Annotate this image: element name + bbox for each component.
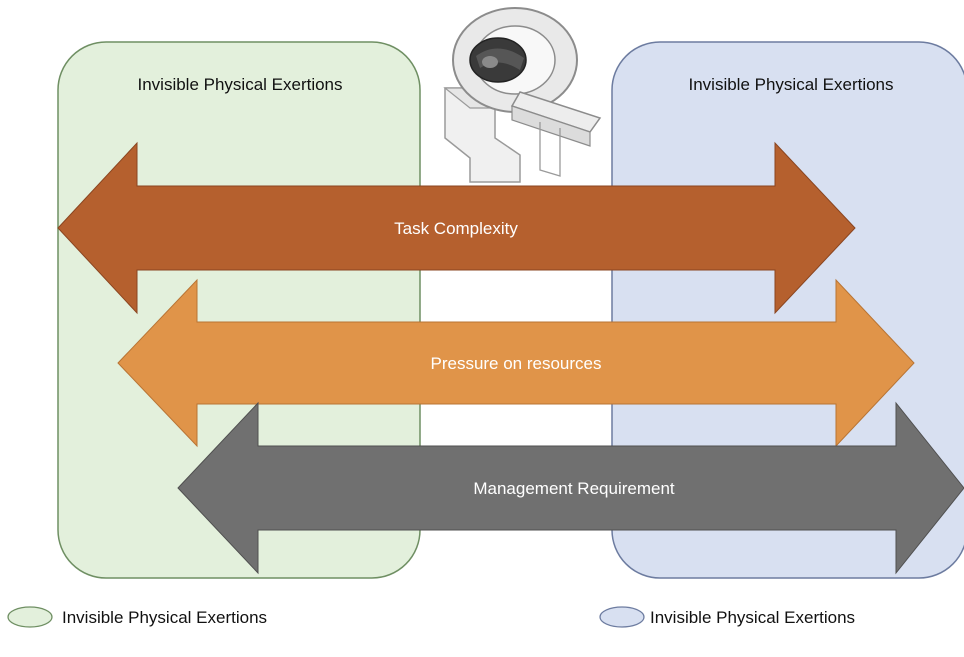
legend-blue-swatch [599,606,645,628]
legend: Invisible Physical Exertions Invisible P… [7,606,855,628]
right-panel [611,41,964,579]
right-panel-title: Invisible Physical Exertions [688,75,893,94]
left-panel [57,41,421,579]
pressure-on-resources-arrow [117,278,915,448]
task-complexity-arrow [57,141,856,315]
pressure-on-resources-label: Pressure on resources [430,354,601,373]
task-complexity-label: Task Complexity [394,219,518,238]
legend-left-label: Invisible Physical Exertions [62,608,267,627]
legend-green-swatch [7,606,53,628]
legend-right-label: Invisible Physical Exertions [650,608,855,627]
left-panel-title: Invisible Physical Exertions [137,75,342,94]
management-requirement-arrow [177,401,964,575]
management-requirement-label: Management Requirement [473,479,675,498]
ct-scanner-icon [443,7,602,183]
